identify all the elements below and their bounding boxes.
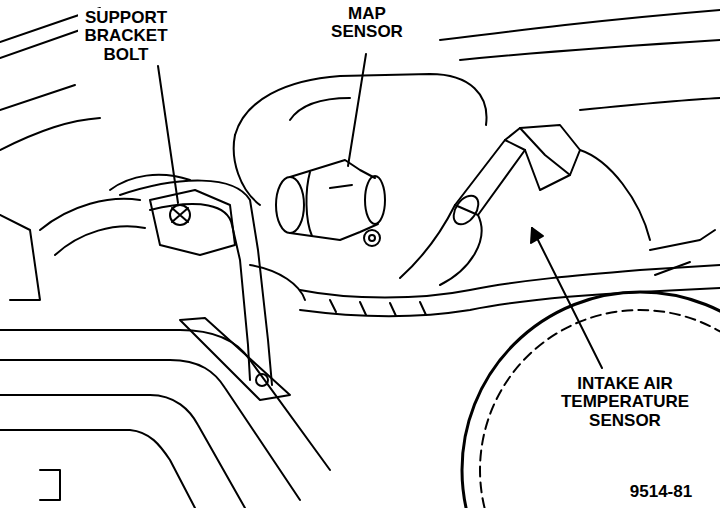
part-label: SUPPORT BRACKET BOLT (78, 8, 174, 65)
part-label: INTAKE AIR TEMPERATURE SENSOR (550, 374, 700, 431)
part-label: MAP SENSOR (326, 4, 408, 43)
figure-number: 9514-81 (612, 482, 710, 502)
